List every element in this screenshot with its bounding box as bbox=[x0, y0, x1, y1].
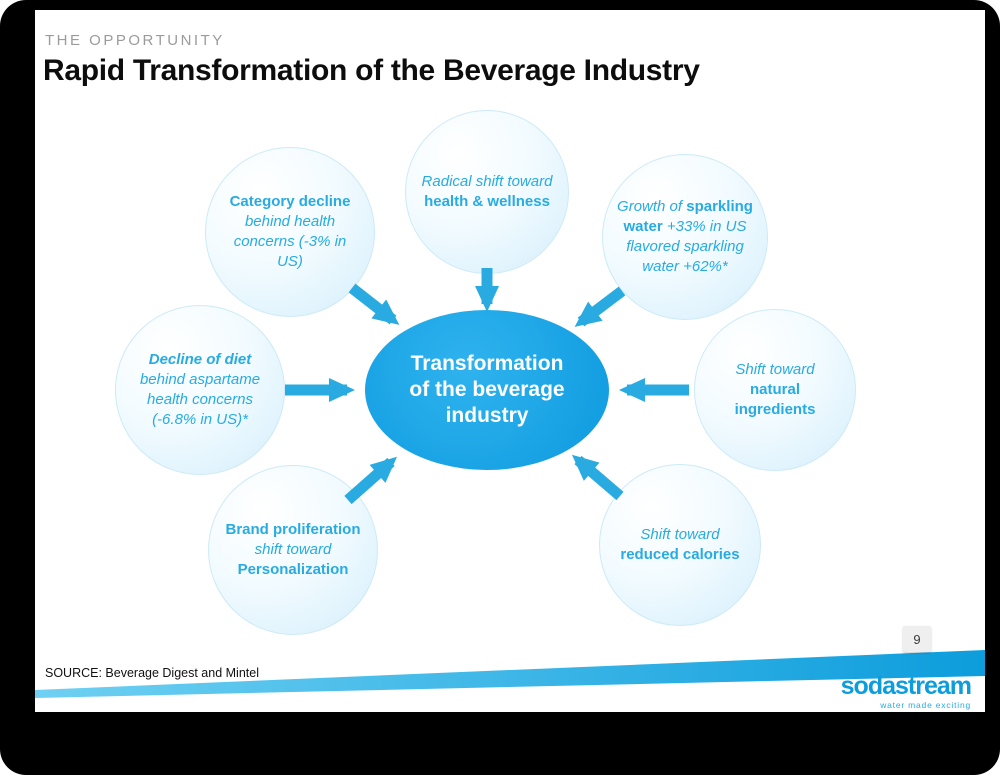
logo-tagline: water made exciting bbox=[880, 700, 971, 710]
arrow-from-top-right-icon bbox=[574, 286, 626, 327]
sodastream-logo: sodastream water made exciting bbox=[840, 672, 972, 711]
slide: THE OPPORTUNITY Rapid Transformation of … bbox=[35, 10, 985, 712]
hub-line-3: industry bbox=[445, 404, 529, 428]
hub-ellipse: Transformation of the beverage industry bbox=[365, 310, 609, 470]
logo-wordmark: sodastream bbox=[840, 672, 972, 700]
bubble-radical-shift-health-wellness: Radical shift toward health & wellness bbox=[405, 110, 569, 274]
bubble-decline-of-diet: Decline of diet behind aspartame health … bbox=[115, 305, 285, 475]
arrow-from-bottom-right-icon bbox=[571, 454, 624, 501]
bubble-category-decline: Category decline behind health concerns … bbox=[205, 147, 375, 317]
hub-line-2: of the beverage bbox=[409, 377, 565, 401]
hub-line-1: Transformation bbox=[410, 351, 564, 375]
bubble-natural-ingredients: Shift toward natural ingredients bbox=[694, 309, 856, 471]
section-label: THE OPPORTUNITY bbox=[45, 32, 225, 49]
arrow-from-top-left-icon bbox=[348, 283, 400, 325]
page-number-badge: 9 bbox=[903, 626, 931, 652]
bubble-reduced-calories: Shift toward reduced calories bbox=[599, 464, 761, 626]
bubble-brand-proliferation: Brand proliferation shift toward Persona… bbox=[208, 465, 378, 635]
bubble-sparkling-water-growth: Growth of sparkling water +33% in US fla… bbox=[602, 154, 768, 320]
source-note: SOURCE: Beverage Digest and Mintel bbox=[45, 666, 259, 680]
page-title: Rapid Transformation of the Beverage Ind… bbox=[43, 54, 700, 87]
